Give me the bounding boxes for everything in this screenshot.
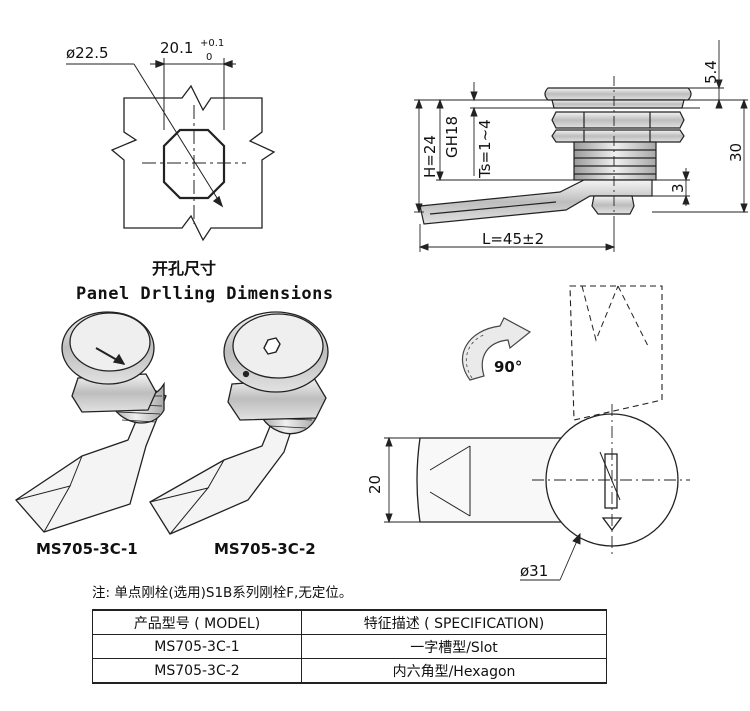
- rotation-arrow-icon: [461, 317, 532, 381]
- header-specification: 特征描述 ( SPECIFICATION): [301, 609, 607, 635]
- rotation-angle-label: 90°: [494, 358, 522, 376]
- drilling-diameter-label: ø22.5: [66, 44, 109, 62]
- table-row: MS705-3C-1 一字槽型/Slot: [92, 634, 607, 659]
- row-model: MS705-3C-1: [92, 634, 302, 659]
- row-model: MS705-3C-2: [92, 658, 302, 684]
- cam-offset-label: 3: [669, 183, 687, 193]
- model-1-label: MS705-3C-1: [36, 540, 138, 558]
- side-view-dimensions: [414, 40, 748, 252]
- table-header-row: 产品型号 ( MODEL) 特征描述 ( SPECIFICATION): [92, 609, 607, 635]
- cam-length-label: L=45±2: [482, 230, 544, 248]
- panel-thickness-label: Ts=1~4: [476, 119, 494, 179]
- height-label: H=24: [421, 135, 439, 178]
- specification-table: 产品型号 ( MODEL) 特征描述 ( SPECIFICATION) MS70…: [92, 609, 607, 684]
- panel-drilling-drawing: [66, 58, 276, 242]
- cam-width-label: 20: [366, 475, 384, 494]
- drilling-caption-en: Panel Drlling Dimensions: [76, 284, 334, 304]
- flange-height-label: 5.4: [702, 60, 720, 84]
- drilling-tolerance-lower: 0: [206, 52, 212, 63]
- table-row: MS705-3C-2 内六角型/Hexagon: [92, 658, 607, 684]
- header-model: 产品型号 ( MODEL): [92, 609, 302, 635]
- head-diameter-label: ø31: [520, 562, 548, 580]
- drilling-tolerance-upper: +0.1: [200, 38, 224, 49]
- product-ms705-3c-2-illustration: [149, 311, 329, 535]
- row-specification: 内六角型/Hexagon: [301, 658, 607, 684]
- product-ms705-3c-1-illustration: [15, 311, 167, 533]
- drilling-width-label: 20.1: [160, 39, 193, 57]
- rotation-view-drawing: [416, 285, 690, 556]
- rotation-dimensions: [384, 436, 581, 581]
- thread-label: GH18: [443, 116, 461, 158]
- drilling-caption-cn: 开孔尺寸: [152, 259, 216, 278]
- total-height-label: 30: [727, 143, 745, 162]
- row-specification: 一字槽型/Slot: [301, 634, 607, 659]
- note-text: 注: 单点刚栓(选用)S1B系列刚栓F,无定位。: [92, 585, 353, 601]
- side-view-drawing: [419, 76, 700, 225]
- model-2-label: MS705-3C-2: [214, 540, 316, 558]
